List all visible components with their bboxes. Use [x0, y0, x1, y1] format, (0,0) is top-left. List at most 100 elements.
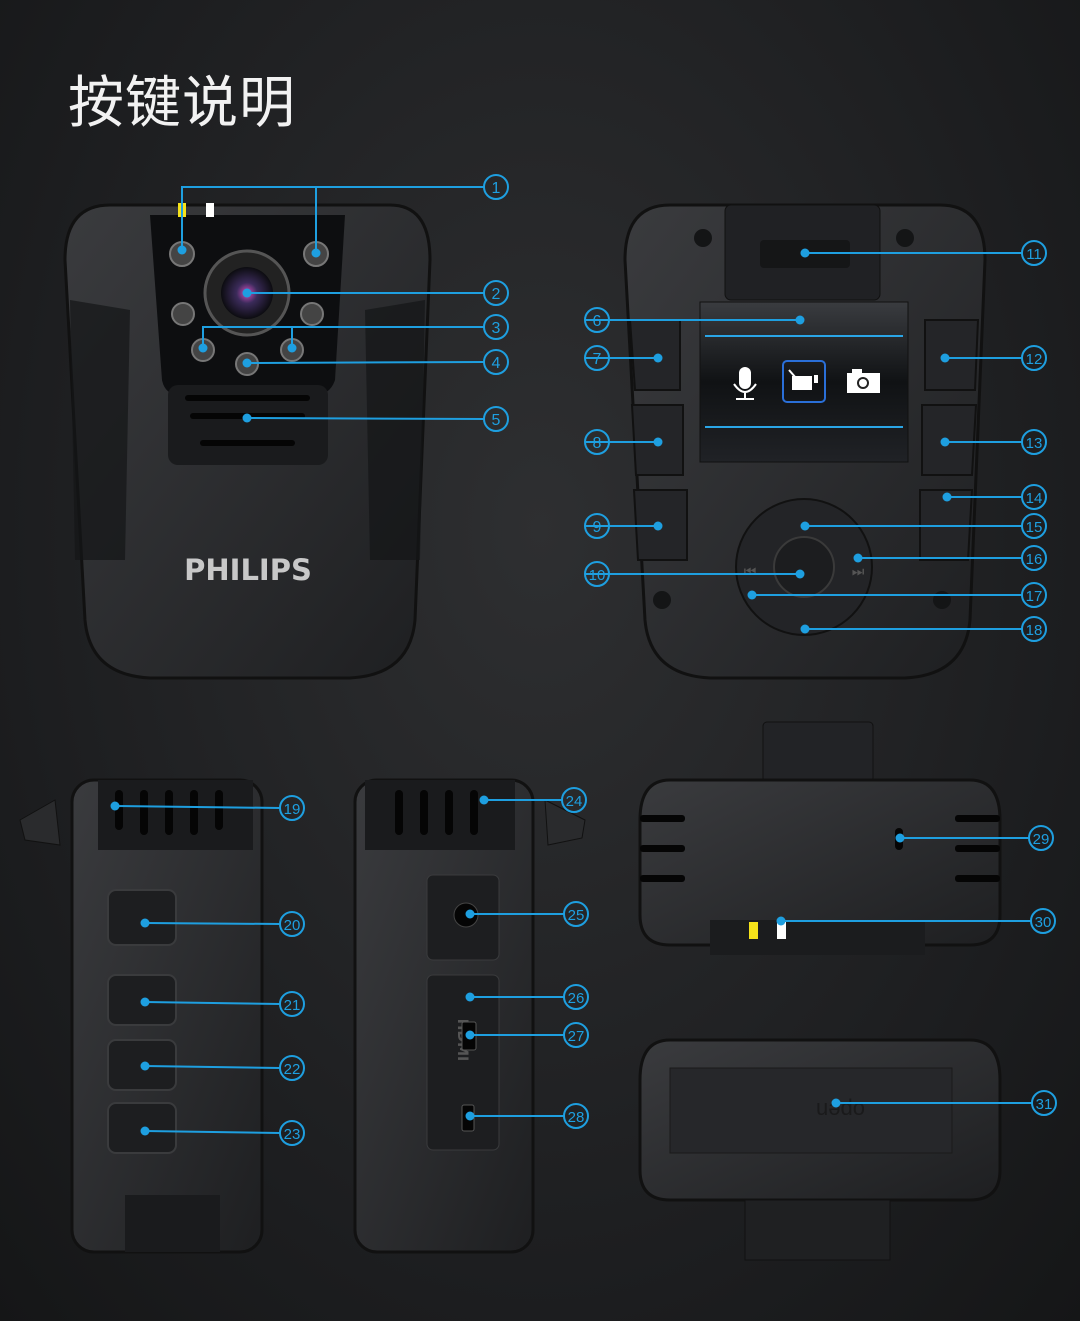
callout-dot — [140, 1126, 150, 1136]
callout-line — [144, 1065, 281, 1069]
callout-29: 29 — [895, 825, 1054, 851]
callout-31: 31 — [831, 1090, 1057, 1116]
callout-number: 27 — [568, 1028, 585, 1045]
previous-icon: ⏮ — [744, 563, 757, 579]
callout-number: 19 — [284, 801, 301, 818]
callout-line — [144, 922, 281, 925]
page-title: 按键说明 — [68, 71, 296, 136]
video-camera-icon — [782, 360, 826, 403]
callout-dot — [140, 1061, 150, 1071]
callout-dot — [940, 353, 950, 363]
callout-number: 21 — [284, 997, 301, 1014]
callout-number: 26 — [568, 990, 585, 1007]
callout-dot — [465, 909, 475, 919]
callout-number: 30 — [1035, 914, 1052, 931]
callout-2: 2 — [242, 280, 509, 306]
callout-badge — [483, 280, 509, 306]
callout-3: 3 — [198, 314, 509, 353]
callout-dot — [747, 590, 757, 600]
callout-number: 5 — [492, 412, 501, 429]
callout-badge — [584, 561, 610, 587]
callout-6: 6 — [584, 307, 805, 333]
callout-dot — [895, 833, 905, 843]
callout-number: 31 — [1036, 1096, 1053, 1113]
callout-14: 14 — [942, 484, 1047, 510]
callout-8: 8 — [584, 429, 663, 455]
callout-dot — [776, 916, 786, 926]
callout-badge — [1028, 825, 1054, 851]
callout-badge — [584, 345, 610, 371]
callout-10: 10 — [584, 561, 805, 587]
callout-badge — [1021, 429, 1047, 455]
callout-badge — [563, 1022, 589, 1048]
callout-badge — [584, 307, 610, 333]
callout-dot — [800, 624, 810, 634]
callout-dot — [177, 245, 187, 255]
callout-dot — [110, 801, 120, 811]
callout-16: 16 — [853, 545, 1047, 571]
callout-30: 30 — [776, 908, 1056, 934]
callout-12: 12 — [940, 345, 1047, 371]
callout-badge — [584, 429, 610, 455]
callout-badge — [279, 1055, 305, 1081]
menu-button[interactable] — [773, 536, 835, 598]
callout-20: 20 — [140, 911, 305, 937]
callout-7: 7 — [584, 345, 663, 371]
callout-dot — [287, 343, 297, 353]
microphone-icon — [733, 367, 757, 400]
callout-number: 20 — [284, 917, 301, 934]
battery-cover[interactable] — [669, 1067, 953, 1154]
callout-number: 25 — [568, 907, 585, 924]
next-icon: ⏭ — [852, 563, 865, 579]
callout-number: 16 — [1026, 551, 1043, 568]
callout-dot — [242, 413, 252, 423]
callout-line — [181, 186, 484, 250]
left-side-view — [19, 778, 264, 1254]
camera-icon — [847, 369, 880, 393]
callout-badge — [279, 1120, 305, 1146]
callout-badge — [483, 349, 509, 375]
callout-dot — [831, 1098, 841, 1108]
callout-badge — [563, 1103, 589, 1129]
callout-dot — [653, 353, 663, 363]
callout-number: 23 — [284, 1126, 301, 1143]
callout-number: 1 — [492, 180, 501, 197]
callout-25: 25 — [465, 901, 589, 927]
callout-number: 28 — [568, 1109, 585, 1126]
callout-line — [202, 326, 484, 348]
callout-badge — [1021, 484, 1047, 510]
port-cover[interactable] — [426, 974, 500, 1151]
callout-number: 11 — [1026, 246, 1042, 263]
callout-number: 6 — [593, 313, 602, 330]
callout-dot — [853, 553, 863, 563]
callout-badge — [483, 314, 509, 340]
callout-badge — [1021, 240, 1047, 266]
front-view: PHILIPS — [63, 203, 432, 680]
callout-21: 21 — [140, 991, 305, 1017]
callout-dot — [242, 288, 252, 298]
callout-number: 10 — [589, 567, 606, 584]
callout-dot — [653, 437, 663, 447]
callout-badge — [1021, 616, 1047, 642]
callout-number: 9 — [593, 519, 602, 536]
callout-number: 14 — [1026, 490, 1043, 507]
callout-5: 5 — [242, 406, 509, 432]
callout-line — [114, 805, 281, 809]
callout-line — [144, 1001, 281, 1005]
callout-17: 17 — [747, 582, 1047, 608]
callout-badge — [1021, 345, 1047, 371]
callout-number: 17 — [1026, 588, 1043, 605]
callout-dot — [242, 358, 252, 368]
top-led-white — [777, 922, 786, 939]
callout-badge — [279, 911, 305, 937]
callout-dot — [479, 795, 489, 805]
record-button[interactable] — [107, 889, 177, 946]
callout-dot — [940, 437, 950, 447]
callout-badge — [279, 991, 305, 1017]
callout-24: 24 — [479, 787, 587, 813]
callout-18: 18 — [800, 616, 1047, 642]
back-view: ⏮ ⏭ — [623, 203, 987, 680]
callout-number: 3 — [492, 320, 501, 337]
callout-number: 7 — [593, 351, 602, 368]
side-button-12[interactable] — [924, 319, 980, 391]
